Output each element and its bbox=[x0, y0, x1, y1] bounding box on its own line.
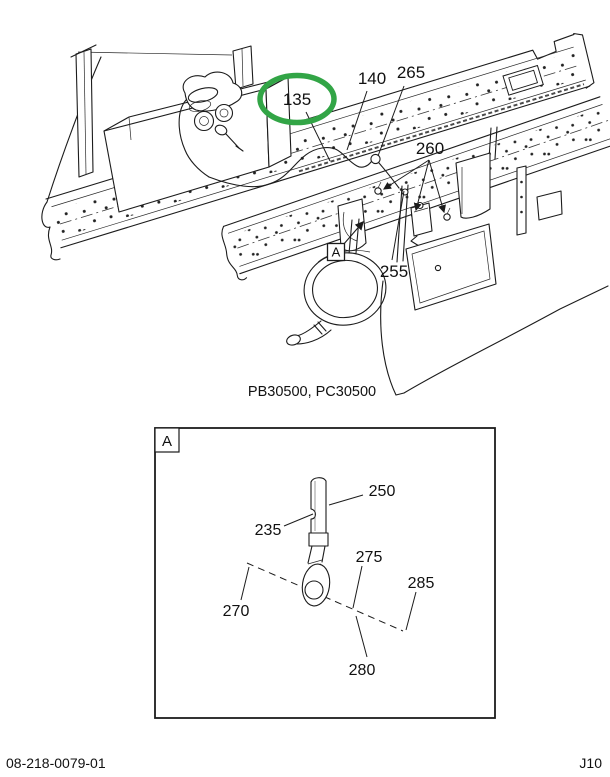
callout-235: 235 bbox=[255, 522, 282, 539]
detail-a-label: A bbox=[332, 245, 341, 260]
cable-rod-assembly bbox=[301, 477, 331, 607]
leader-260-b bbox=[413, 159, 430, 212]
highlight-ellipse-135 bbox=[257, 72, 337, 126]
leader-275 bbox=[352, 565, 363, 609]
clamp bbox=[374, 187, 382, 195]
leader-140 bbox=[346, 90, 368, 151]
leader-255 bbox=[391, 190, 405, 261]
battery-box bbox=[405, 223, 497, 311]
leader-260-c bbox=[428, 159, 446, 214]
callout-280: 280 bbox=[349, 662, 376, 679]
valve-assembly bbox=[182, 71, 244, 152]
inset-callout-labels: 250 235 275 285 270 280 bbox=[223, 483, 435, 679]
gusset-bracket bbox=[455, 152, 491, 219]
leader-250 bbox=[328, 494, 364, 506]
page-code: J10 bbox=[579, 755, 602, 771]
detail-a-marker: A bbox=[326, 221, 364, 262]
detail-inset-a: A 250 235 275 285 bbox=[154, 427, 496, 719]
leader-285 bbox=[405, 591, 417, 631]
callout-135: 135 bbox=[283, 90, 311, 109]
callout-250: 250 bbox=[369, 483, 396, 500]
support-strap-255 bbox=[396, 184, 409, 263]
clamp bbox=[401, 188, 409, 196]
clamp bbox=[443, 213, 451, 221]
rail-plate bbox=[502, 64, 544, 96]
inset-marker-label: A bbox=[162, 433, 172, 450]
callout-265: 265 bbox=[397, 63, 425, 82]
callout-140: 140 bbox=[358, 69, 386, 88]
callout-275: 275 bbox=[356, 549, 383, 566]
leader-265 bbox=[377, 85, 405, 157]
fitting-265 bbox=[370, 153, 381, 165]
document-number: 08-218-0079-01 bbox=[6, 755, 106, 771]
leader-260-a bbox=[382, 159, 430, 190]
under-rail-equipment bbox=[286, 126, 609, 396]
callout-260: 260 bbox=[416, 139, 444, 158]
leader-235 bbox=[283, 513, 314, 527]
callout-255: 255 bbox=[380, 262, 408, 281]
collar bbox=[308, 532, 329, 547]
break-line-left bbox=[46, 56, 102, 203]
main-diagram: A 135 140 265 260 255 PB30500, PC30500 bbox=[41, 32, 610, 400]
callout-labels: 135 140 265 260 255 bbox=[283, 63, 444, 281]
inset-leaders bbox=[240, 494, 417, 658]
callout-270: 270 bbox=[223, 603, 250, 620]
leader-280 bbox=[355, 615, 368, 658]
inset-marker-box bbox=[154, 427, 180, 453]
callout-285: 285 bbox=[408, 575, 435, 592]
clevis-eye bbox=[301, 563, 331, 607]
mud-flap bbox=[380, 280, 609, 396]
figure-caption: PB30500, PC30500 bbox=[248, 384, 376, 400]
leader-270 bbox=[240, 566, 250, 601]
